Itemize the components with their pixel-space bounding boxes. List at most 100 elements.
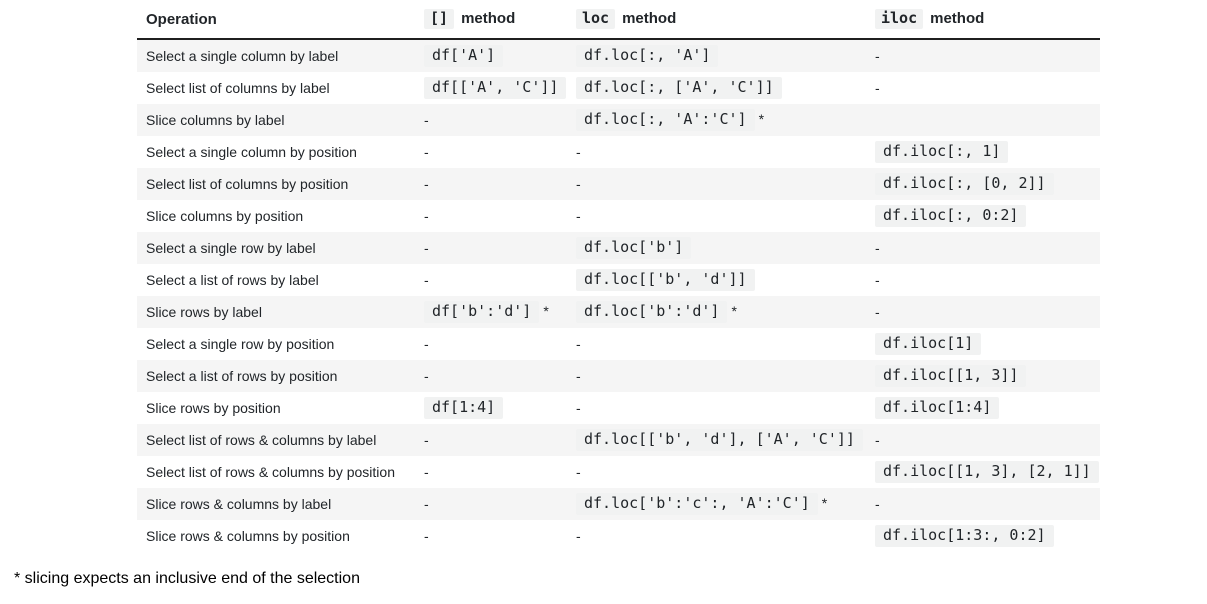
operation-cell: Slice rows by label (146, 304, 262, 320)
code-snippet: df.loc['b':'c':, 'A':'C'] (576, 492, 818, 516)
loc-method-cell: df.loc[:, 'A'] (568, 44, 867, 68)
table-row: Slice columns by label - df.loc[:, 'A':'C'… (137, 104, 1100, 136)
code-snippet: df.iloc[1:3:, 0:2] (875, 524, 1054, 548)
inclusive-slice-marker: * (821, 494, 828, 511)
loc-method-cell: - (576, 176, 581, 192)
code-snippet: df.loc['b':'d'] (576, 300, 728, 324)
code-snippet: df.iloc[:, 1] (875, 140, 1009, 164)
bracket-method-cell: - (424, 112, 429, 128)
bracket-method-cell: - (424, 208, 429, 224)
iloc-method-cell: - (875, 432, 880, 448)
loc-method-cell: df.loc['b':'c':, 'A':'C']* (568, 492, 867, 516)
iloc-method-cell: df.iloc[1:3:, 0:2] (867, 524, 1100, 548)
operation-cell: Select a list of rows by label (146, 272, 319, 288)
table-row: Slice columns by position - - df.iloc[:, 0:… (137, 200, 1100, 232)
table-row: Select list of rows & columns by positio… (137, 456, 1100, 488)
operation-cell: Select a single row by position (146, 336, 335, 352)
loc-method-cell: df.loc[:, ['A', 'C']] (568, 76, 867, 100)
operation-cell: Slice rows & columns by position (146, 528, 350, 544)
code-snippet: df['A'] (424, 44, 504, 68)
operation-cell: Slice rows by position (146, 400, 281, 416)
table-row: Select a single row by position - - df.iloc… (137, 328, 1100, 360)
code-snippet: df.loc[['b', 'd']] (576, 268, 755, 292)
loc-method-cell: - (576, 208, 581, 224)
bracket-method-cell: - (424, 176, 429, 192)
loc-method-cell: df.loc[:, 'A':'C']* (568, 108, 867, 132)
loc-method-cell: - (576, 144, 581, 160)
code-snippet: df.iloc[:, 0:2] (875, 204, 1027, 228)
code-snippet: df.iloc[[1, 3], [2, 1]] (875, 460, 1099, 484)
bracket-method-cell: df[1:4] (416, 396, 568, 420)
loc-method-cell: - (576, 528, 581, 544)
code-snippet: df['b':'d'] (424, 300, 540, 324)
loc-method-cell: df.loc[['b', 'd'], ['A', 'C']] (568, 428, 867, 452)
operation-cell: Select list of columns by position (146, 176, 349, 192)
iloc-method-cell: df.iloc[1] (867, 332, 1100, 356)
inclusive-slice-marker: * (543, 302, 549, 319)
table-row: Select a single row by label - df.loc['b']… (137, 232, 1100, 264)
method-header-label: method (622, 9, 677, 27)
bracket-method-cell: - (424, 144, 429, 160)
column-header-operation: Operation (146, 10, 217, 28)
code-snippet: df.loc[['b', 'd'], ['A', 'C']] (576, 428, 863, 452)
bracket-method-cell: - (424, 336, 429, 352)
bracket-method-cell: - (424, 464, 429, 480)
table-row: Select a single column by position - - df.i… (137, 136, 1100, 168)
iloc-method-cell: - (875, 272, 880, 288)
table-row: Select a list of rows by label - df.loc[['… (137, 264, 1100, 296)
inclusive-slice-marker: * (731, 302, 737, 319)
iloc-method-cell: df.iloc[[1, 3]] (867, 364, 1100, 388)
bracket-method-cell: df['A'] (416, 44, 568, 68)
table-row: Slice rows by position df[1:4] - df.iloc[1:… (137, 392, 1100, 424)
code-snippet: df.loc['b'] (576, 236, 692, 260)
loc-method-cell: df.loc['b'] (568, 236, 867, 260)
iloc-method-cell: df.iloc[:, 0:2] (867, 204, 1100, 228)
bracket-method-cell: - (424, 240, 429, 256)
iloc-operator-code: iloc (875, 8, 924, 30)
operation-cell: Slice columns by label (146, 112, 285, 128)
iloc-method-cell: - (875, 240, 880, 256)
loc-method-cell: - (576, 464, 581, 480)
operation-cell: Select a list of rows by position (146, 368, 338, 384)
operation-cell: Slice columns by position (146, 208, 304, 224)
iloc-method-cell: - (875, 304, 880, 320)
column-header-bracket-method: [] method (416, 8, 568, 30)
column-header-loc-method: loc method (568, 8, 867, 30)
operation-cell: Select a single row by label (146, 240, 316, 256)
loc-method-cell: - (576, 368, 581, 384)
bracket-operator-code: [] (424, 8, 455, 30)
operation-cell: Select list of rows & columns by positio… (146, 464, 395, 480)
operation-cell: Select a single column by label (146, 48, 339, 64)
code-snippet: df[1:4] (424, 396, 504, 420)
table-row: Slice rows & columns by label-df.loc['b'… (137, 488, 1100, 520)
iloc-method-cell: - (875, 80, 880, 96)
code-snippet: df.iloc[:, [0, 2]] (875, 172, 1054, 196)
code-snippet: df.iloc[1:4] (875, 396, 1000, 420)
operation-cell: Select a single column by position (146, 144, 357, 160)
operation-cell: Select list of columns by label (146, 80, 330, 96)
loc-method-cell: df.loc['b':'d']* (568, 300, 867, 324)
loc-operator-code: loc (576, 8, 616, 30)
table-body: Select a single column by label df['A'] df… (137, 40, 1100, 552)
table-row: Select a list of rows by position--df.il… (137, 360, 1100, 392)
iloc-method-cell: - (875, 48, 880, 64)
bracket-method-cell: - (424, 272, 429, 288)
code-snippet: df.iloc[[1, 3]] (875, 364, 1027, 388)
bracket-method-cell: - (424, 432, 429, 448)
iloc-method-cell: - (875, 496, 880, 512)
slicing-footnote: * slicing expects an inclusive end of th… (14, 570, 360, 587)
bracket-method-cell: - (424, 528, 429, 544)
inclusive-slice-marker: * (758, 110, 765, 127)
operation-cell: Select list of rows & columns by label (146, 432, 377, 448)
loc-method-cell: - (576, 336, 581, 352)
loc-method-cell: - (576, 400, 581, 416)
table-row: Select a single column by label df['A'] df… (137, 40, 1100, 72)
method-header-label: method (461, 9, 516, 27)
table-row: Select list of columns by position - - df.i… (137, 168, 1100, 200)
bracket-method-cell: - (424, 496, 429, 512)
iloc-method-cell: df.iloc[:, 1] (867, 140, 1100, 164)
